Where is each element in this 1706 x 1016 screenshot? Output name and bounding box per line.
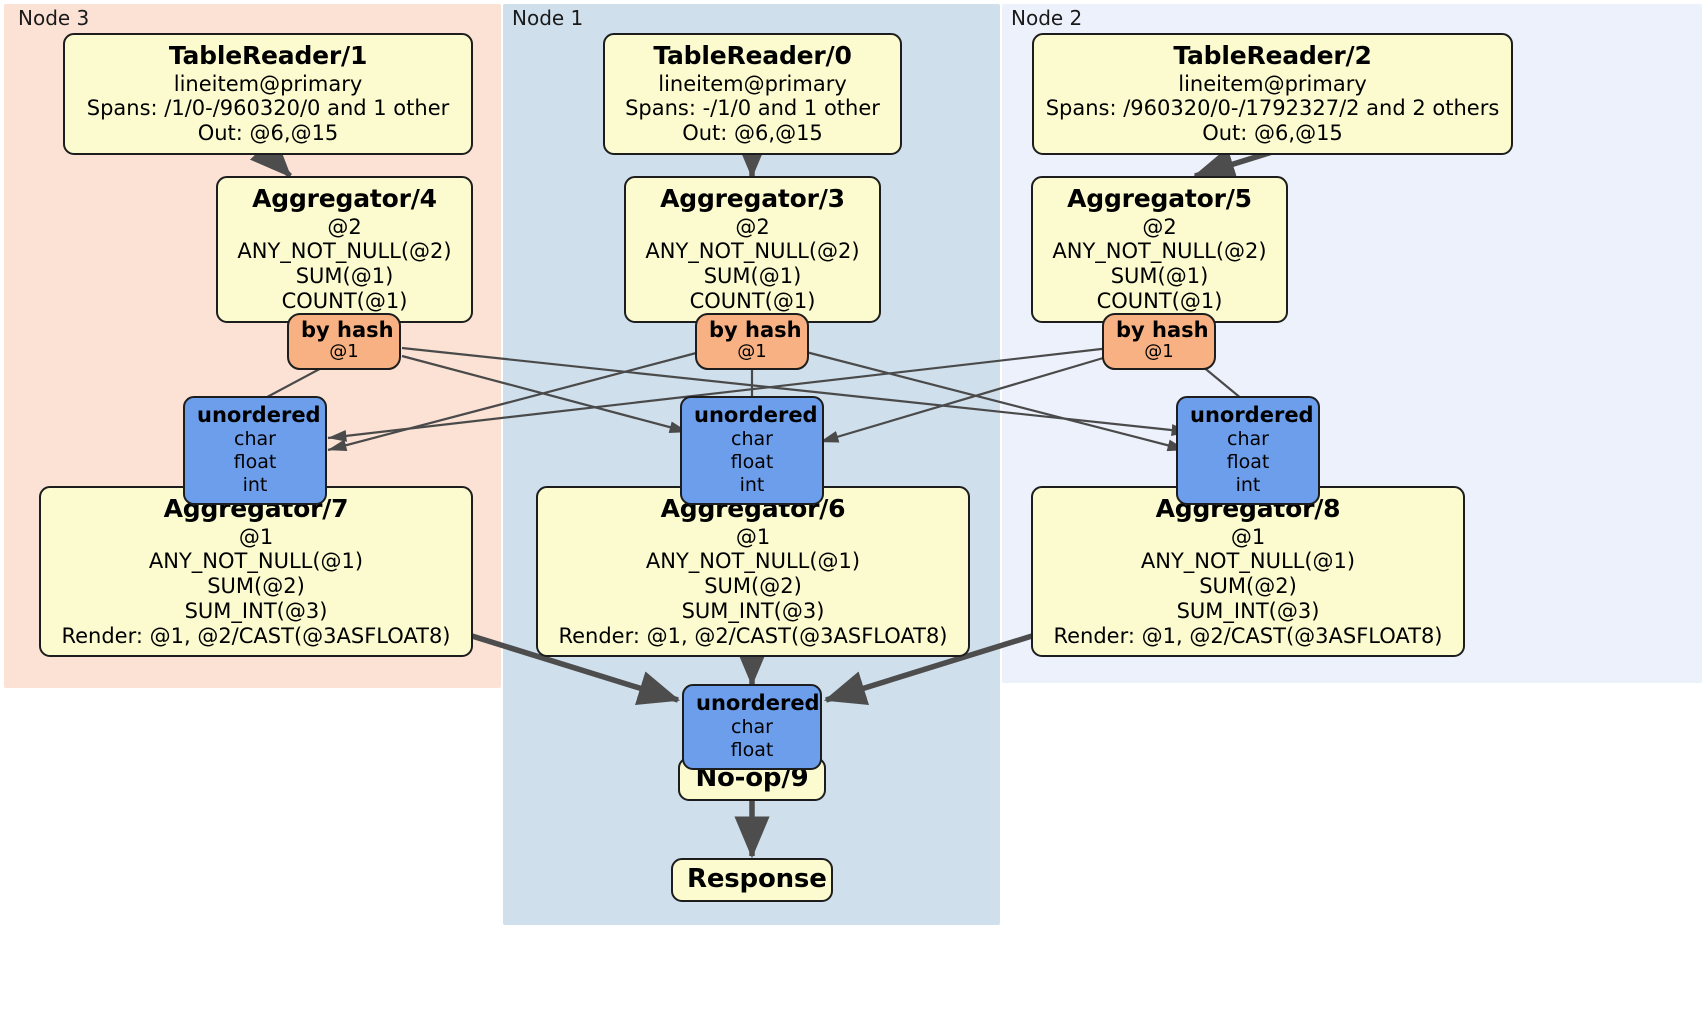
processor-line: ANY_NOT_NULL(@2) — [237, 239, 452, 264]
processor-line: SUM(@1) — [703, 264, 802, 289]
router-line: @1 — [1144, 341, 1174, 363]
synchronizer-line: char — [1227, 428, 1269, 451]
processor-line: @2 — [1142, 214, 1177, 239]
processor-line: lineitem@primary — [658, 71, 847, 96]
router-title: by hash — [709, 318, 802, 342]
processor-line: Out: @6,@15 — [197, 121, 339, 146]
synchronizer-line: char — [234, 428, 276, 451]
processor-aggregator-7[interactable]: Aggregator/7 @1 ANY_NOT_NULL(@1) SUM(@2)… — [39, 486, 473, 658]
router-by-hash-center[interactable]: by hash @1 — [695, 313, 809, 370]
router-by-hash-right[interactable]: by hash @1 — [1102, 313, 1216, 370]
synchronizer-unordered-right[interactable]: unordered char float int — [1176, 396, 1320, 505]
processor-line: SUM(@2) — [207, 574, 305, 599]
processor-line: ANY_NOT_NULL(@1) — [148, 549, 364, 574]
synchronizer-line: int — [242, 473, 268, 496]
processor-title: Aggregator/4 — [252, 184, 437, 213]
synchronizer-unordered-final[interactable]: unordered char float — [682, 684, 822, 770]
synchronizer-line: int — [739, 473, 765, 496]
processor-line: Render: @1, @2/CAST(@3ASFLOAT8) — [558, 623, 948, 648]
processor-line: @2 — [327, 214, 362, 239]
processor-line: @1 — [1230, 524, 1266, 549]
synchronizer-line: float — [730, 450, 774, 473]
synchronizer-line: float — [233, 450, 277, 473]
synchronizer-unordered-left[interactable]: unordered char float int — [183, 396, 327, 505]
node-label-node2: Node 2 — [1011, 6, 1083, 30]
processor-line: Spans: /1/0-/960320/0 and 1 other — [86, 96, 450, 121]
router-line: @1 — [737, 341, 767, 363]
processor-line: SUM_INT(@3) — [184, 598, 328, 623]
processor-line: COUNT(@1) — [281, 288, 408, 313]
synchronizer-line: float — [1226, 450, 1270, 473]
processor-title: TableReader/0 — [653, 41, 852, 70]
processor-aggregator-4[interactable]: Aggregator/4 @2 ANY_NOT_NULL(@2) SUM(@1)… — [216, 176, 473, 323]
processor-line: SUM(@1) — [1110, 264, 1209, 289]
node-label-node1: Node 1 — [512, 6, 584, 30]
router-by-hash-left[interactable]: by hash @1 — [287, 313, 401, 370]
synchronizer-title: unordered — [1190, 403, 1314, 427]
processor-line: COUNT(@1) — [1096, 288, 1223, 313]
processor-line: Spans: -/1/0 and 1 other — [625, 96, 880, 121]
processor-title: Aggregator/3 — [660, 184, 845, 213]
processor-line: SUM(@1) — [295, 264, 394, 289]
processor-title: Response — [687, 864, 827, 894]
processor-table-reader-1[interactable]: TableReader/1 lineitem@primary Spans: /1… — [63, 33, 473, 155]
processor-aggregator-3[interactable]: Aggregator/3 @2 ANY_NOT_NULL(@2) SUM(@1)… — [624, 176, 881, 323]
processor-line: SUM(@2) — [1199, 574, 1297, 599]
router-line: @1 — [329, 341, 359, 363]
synchronizer-title: unordered — [696, 691, 820, 715]
processor-line: Render: @1, @2/CAST(@3ASFLOAT8) — [61, 623, 451, 648]
processor-line: @2 — [735, 214, 770, 239]
processor-line: @1 — [735, 524, 771, 549]
processor-line: ANY_NOT_NULL(@1) — [645, 549, 861, 574]
processor-table-reader-2[interactable]: TableReader/2 lineitem@primary Spans: /9… — [1032, 33, 1513, 155]
processor-line: ANY_NOT_NULL(@2) — [1052, 239, 1267, 264]
synchronizer-title: unordered — [694, 403, 818, 427]
processor-title: TableReader/1 — [168, 41, 368, 70]
processor-line: SUM_INT(@3) — [681, 598, 825, 623]
processor-aggregator-5[interactable]: Aggregator/5 @2 ANY_NOT_NULL(@2) SUM(@1)… — [1031, 176, 1288, 323]
synchronizer-line: int — [1235, 473, 1261, 496]
processor-aggregator-8[interactable]: Aggregator/8 @1 ANY_NOT_NULL(@1) SUM(@2)… — [1031, 486, 1465, 658]
processor-line: lineitem@primary — [173, 71, 363, 96]
processor-line: Out: @6,@15 — [1202, 121, 1343, 146]
synchronizer-title: unordered — [197, 403, 321, 427]
processor-title: TableReader/2 — [1173, 41, 1372, 70]
synchronizer-line: float — [730, 738, 774, 761]
synchronizer-unordered-center[interactable]: unordered char float int — [680, 396, 824, 505]
processor-line: SUM_INT(@3) — [1176, 598, 1320, 623]
processor-aggregator-6[interactable]: Aggregator/6 @1 ANY_NOT_NULL(@1) SUM(@2)… — [536, 486, 970, 658]
router-title: by hash — [301, 318, 394, 342]
processor-line: Spans: /960320/0-/1792327/2 and 2 others — [1045, 96, 1500, 121]
processor-line: @1 — [238, 524, 274, 549]
processor-line: ANY_NOT_NULL(@1) — [1140, 549, 1356, 574]
processor-response[interactable]: Response — [671, 858, 833, 902]
synchronizer-line: char — [731, 428, 773, 451]
router-title: by hash — [1116, 318, 1209, 342]
processor-line: Out: @6,@15 — [682, 121, 823, 146]
processor-line: Render: @1, @2/CAST(@3ASFLOAT8) — [1053, 623, 1443, 648]
processor-line: COUNT(@1) — [689, 288, 816, 313]
processor-line: ANY_NOT_NULL(@2) — [645, 239, 860, 264]
node-label-node3: Node 3 — [18, 6, 90, 30]
processor-line: lineitem@primary — [1178, 71, 1367, 96]
processor-table-reader-0[interactable]: TableReader/0 lineitem@primary Spans: -/… — [603, 33, 902, 155]
processor-title: Aggregator/5 — [1067, 184, 1252, 213]
processor-line: SUM(@2) — [704, 574, 802, 599]
synchronizer-line: char — [731, 716, 773, 739]
